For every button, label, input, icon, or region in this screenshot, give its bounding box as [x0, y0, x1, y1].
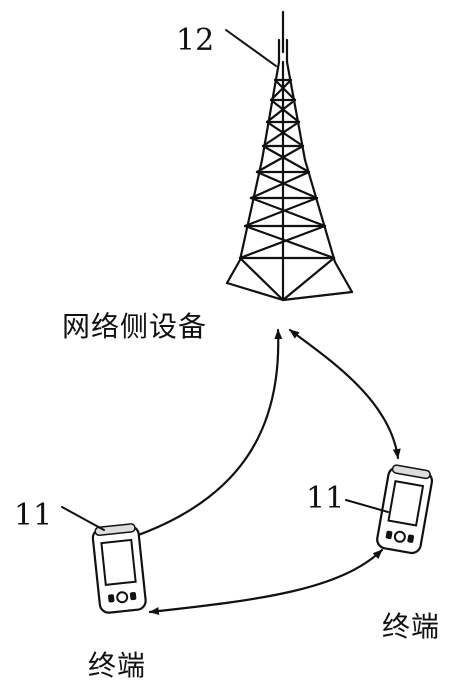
terminal-left-phone-icon [91, 523, 147, 614]
link-tower-left-terminal [128, 328, 283, 540]
terminal-left-ref-label: 11 [14, 498, 52, 533]
terminal-left-leader-line [61, 506, 105, 531]
terminal-left-name-label: 终端 [88, 649, 146, 682]
tower-ref-label: 12 [176, 23, 214, 58]
terminal-right-leader-line [345, 499, 389, 513]
terminal-right-ref-label: 11 [306, 481, 344, 516]
tower-leader-line [225, 29, 277, 67]
link-left-right-terminal [148, 548, 384, 616]
network-device-label: 网络侧设备 [62, 310, 207, 343]
terminal-right-phone-icon [376, 464, 434, 555]
terminal-right-name-label: 终端 [382, 610, 440, 643]
link-tower-right-terminal [288, 328, 401, 460]
cell-tower-icon [225, 10, 354, 302]
